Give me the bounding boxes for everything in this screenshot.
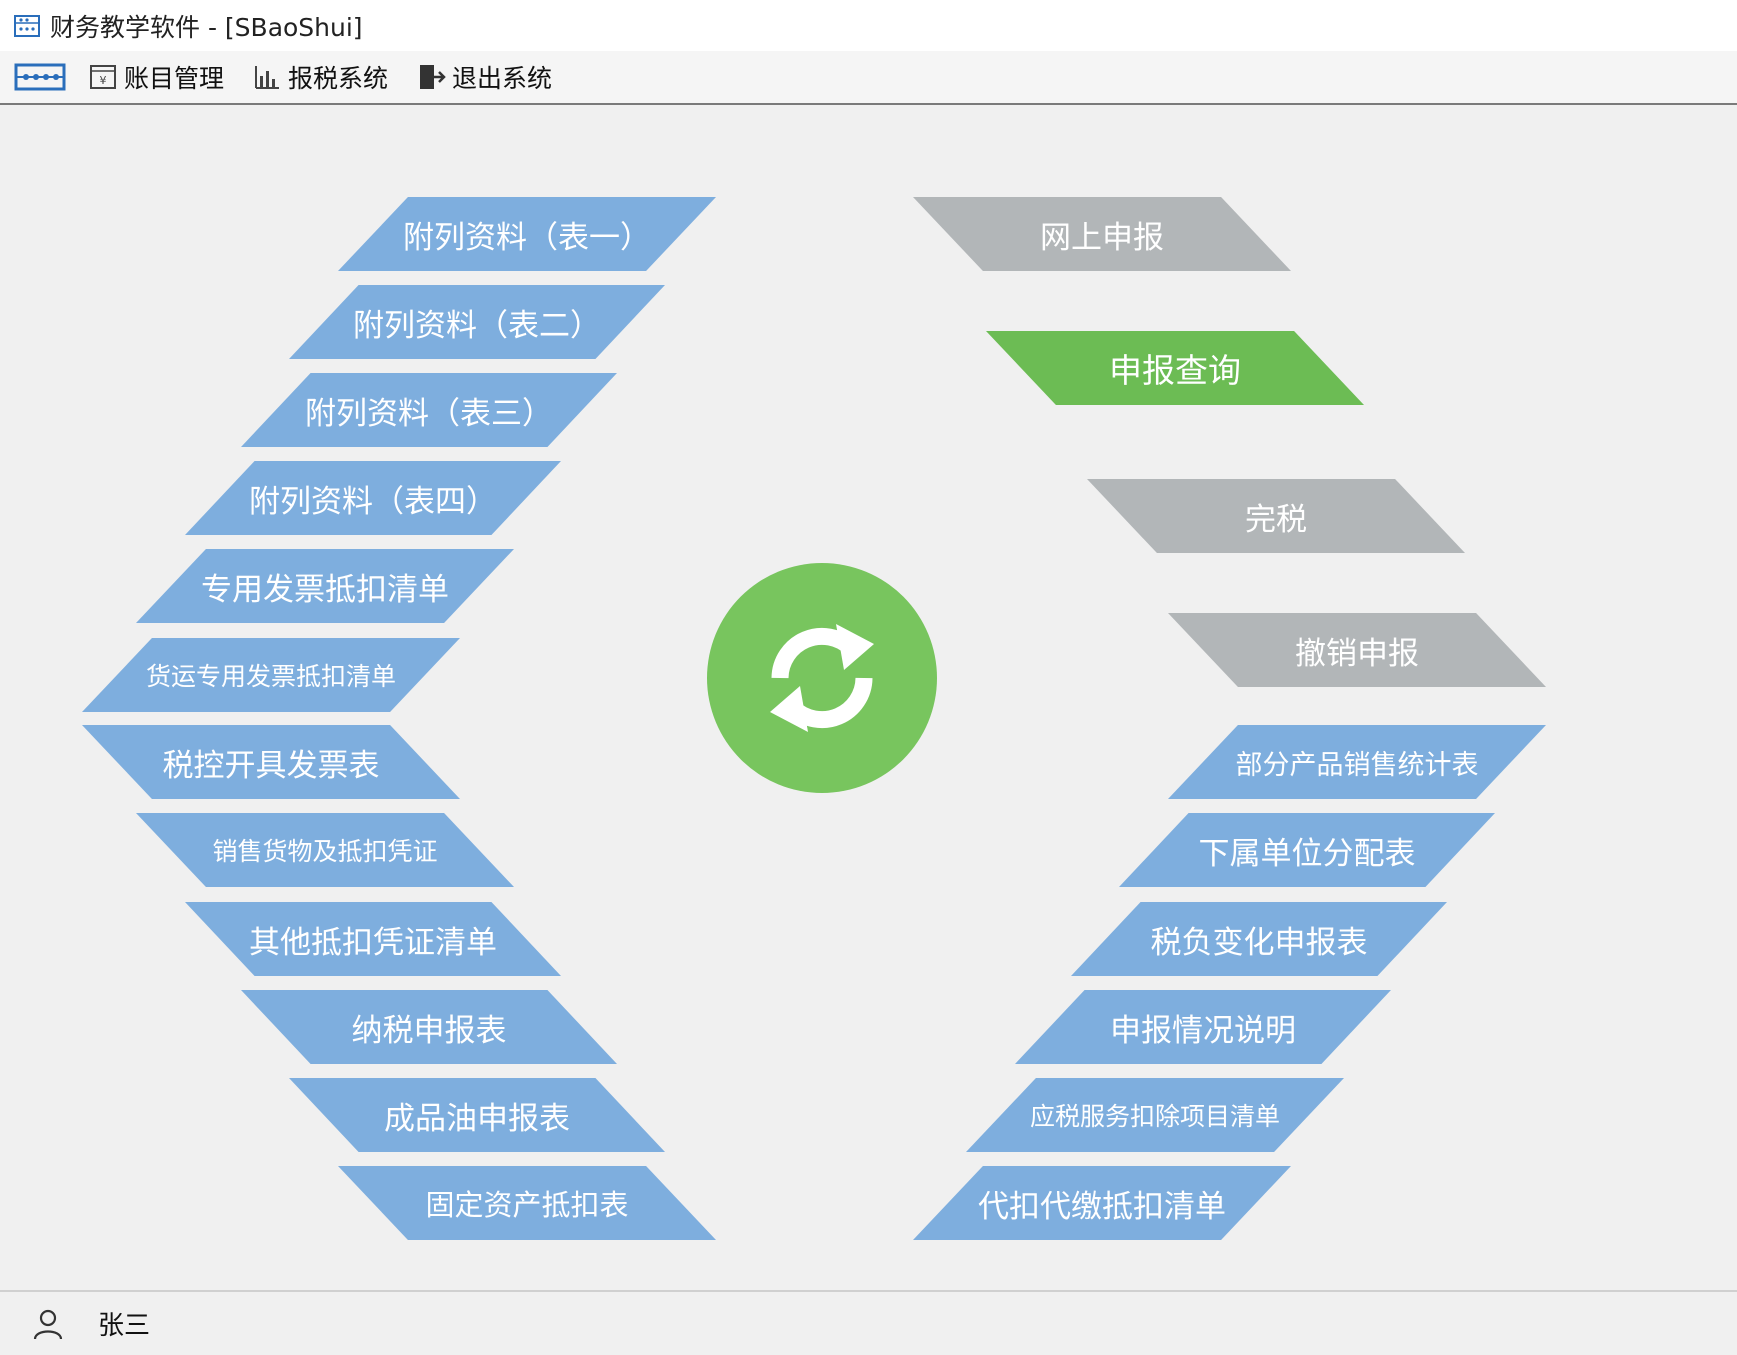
attachment-table-4-label: 附列资料（表四） [249,483,497,520]
online-filing-button[interactable]: 网上申报 [913,197,1291,271]
title-bar: 财务教学软件 - [SBaoShui] [0,0,1737,51]
window-title: 财务教学软件 - [SBaoShui] [50,12,363,42]
refresh-icon [770,624,874,732]
ledger-icon: ¥ [90,65,116,89]
tax-control-invoice-label: 税控开具发票表 [162,747,380,784]
menu-tax-system-label: 报税系统 [288,64,389,93]
taxable-service-deduction-label: 应税服务扣除项目清单 [1029,1102,1280,1131]
other-deduction-voucher-button[interactable]: 其他抵扣凭证清单 [185,902,561,976]
refined-oil-return-label: 成品油申报表 [384,1100,570,1137]
menu-bar: ¥ 账目管理 报税系统 退出系统 [0,51,1737,105]
special-invoice-deduction-button[interactable]: 专用发票抵扣清单 [136,549,514,623]
subsidiary-allocation-label: 下属单位分配表 [1198,835,1416,872]
withholding-deduction-label: 代扣代缴抵扣清单 [978,1188,1226,1225]
sales-goods-voucher-label: 销售货物及抵扣凭证 [212,837,438,866]
tax-filing-panel: 附列资料（表一） 附列资料（表二） 附列资料（表三） 附列资料（表四） 专用发票… [0,105,1737,1290]
product-sales-stats-button[interactable]: 部分产品销售统计表 [1168,725,1546,799]
attachment-table-1-label: 附列资料（表一） [403,219,651,256]
cancel-filing-label: 撤销申报 [1295,635,1419,672]
abacus-icon[interactable] [14,61,66,93]
attachment-table-4-button[interactable]: 附列资料（表四） [185,461,561,535]
app-abacus-icon [14,14,40,37]
filing-situation-note-label: 申报情况说明 [1110,1012,1296,1049]
refined-oil-return-button[interactable]: 成品油申报表 [289,1078,665,1152]
taxable-service-deduction-button[interactable]: 应税服务扣除项目清单 [966,1078,1344,1152]
user-icon [33,1309,63,1339]
refresh-button[interactable] [707,563,937,793]
product-sales-stats-label: 部分产品销售统计表 [1235,749,1479,781]
status-bar: 张三 [0,1290,1737,1355]
special-invoice-deduction-label: 专用发票抵扣清单 [201,571,449,608]
menu-tax-system[interactable]: 报税系统 [252,59,388,95]
attachment-table-2-button[interactable]: 附列资料（表二） [289,285,665,359]
tax-paid-label: 完税 [1245,501,1307,538]
exit-door-icon [420,65,446,89]
withholding-deduction-button[interactable]: 代扣代缴抵扣清单 [913,1166,1291,1240]
attachment-table-3-label: 附列资料（表三） [305,395,553,432]
menu-exit-label: 退出系统 [452,64,553,93]
cancel-filing-button[interactable]: 撤销申报 [1168,613,1546,687]
filing-query-label: 申报查询 [1109,351,1241,390]
other-deduction-voucher-label: 其他抵扣凭证清单 [249,924,497,961]
freight-invoice-deduction-label: 货运专用发票抵扣清单 [145,662,396,691]
tax-paid-button[interactable]: 完税 [1087,479,1465,553]
fixed-asset-deduction-button[interactable]: 固定资产抵扣表 [338,1166,716,1240]
menu-accounts-label: 账目管理 [124,64,225,93]
attachment-table-3-button[interactable]: 附列资料（表三） [241,373,617,447]
attachment-table-1-button[interactable]: 附列资料（表一） [338,197,716,271]
current-user-name: 张三 [98,1311,151,1341]
menu-exit[interactable]: 退出系统 [416,59,552,95]
online-filing-label: 网上申报 [1040,219,1164,256]
tax-return-form-label: 纳税申报表 [351,1012,507,1049]
bar-chart-icon [255,66,280,89]
subsidiary-allocation-button[interactable]: 下属单位分配表 [1119,813,1495,887]
fixed-asset-deduction-label: 固定资产抵扣表 [425,1188,629,1222]
sales-goods-voucher-button[interactable]: 销售货物及抵扣凭证 [136,813,514,887]
tax-control-invoice-button[interactable]: 税控开具发票表 [82,725,460,799]
tax-return-form-button[interactable]: 纳税申报表 [241,990,617,1064]
filing-situation-note-button[interactable]: 申报情况说明 [1015,990,1391,1064]
attachment-table-2-label: 附列资料（表二） [353,307,601,344]
freight-invoice-deduction-button[interactable]: 货运专用发票抵扣清单 [82,638,460,712]
filing-query-button[interactable]: 申报查询 [986,331,1364,405]
tax-burden-change-label: 税负变化申报表 [1150,924,1368,961]
menu-accounts[interactable]: ¥ 账目管理 [88,59,224,95]
svg-text:¥: ¥ [100,74,107,87]
tax-burden-change-button[interactable]: 税负变化申报表 [1071,902,1447,976]
